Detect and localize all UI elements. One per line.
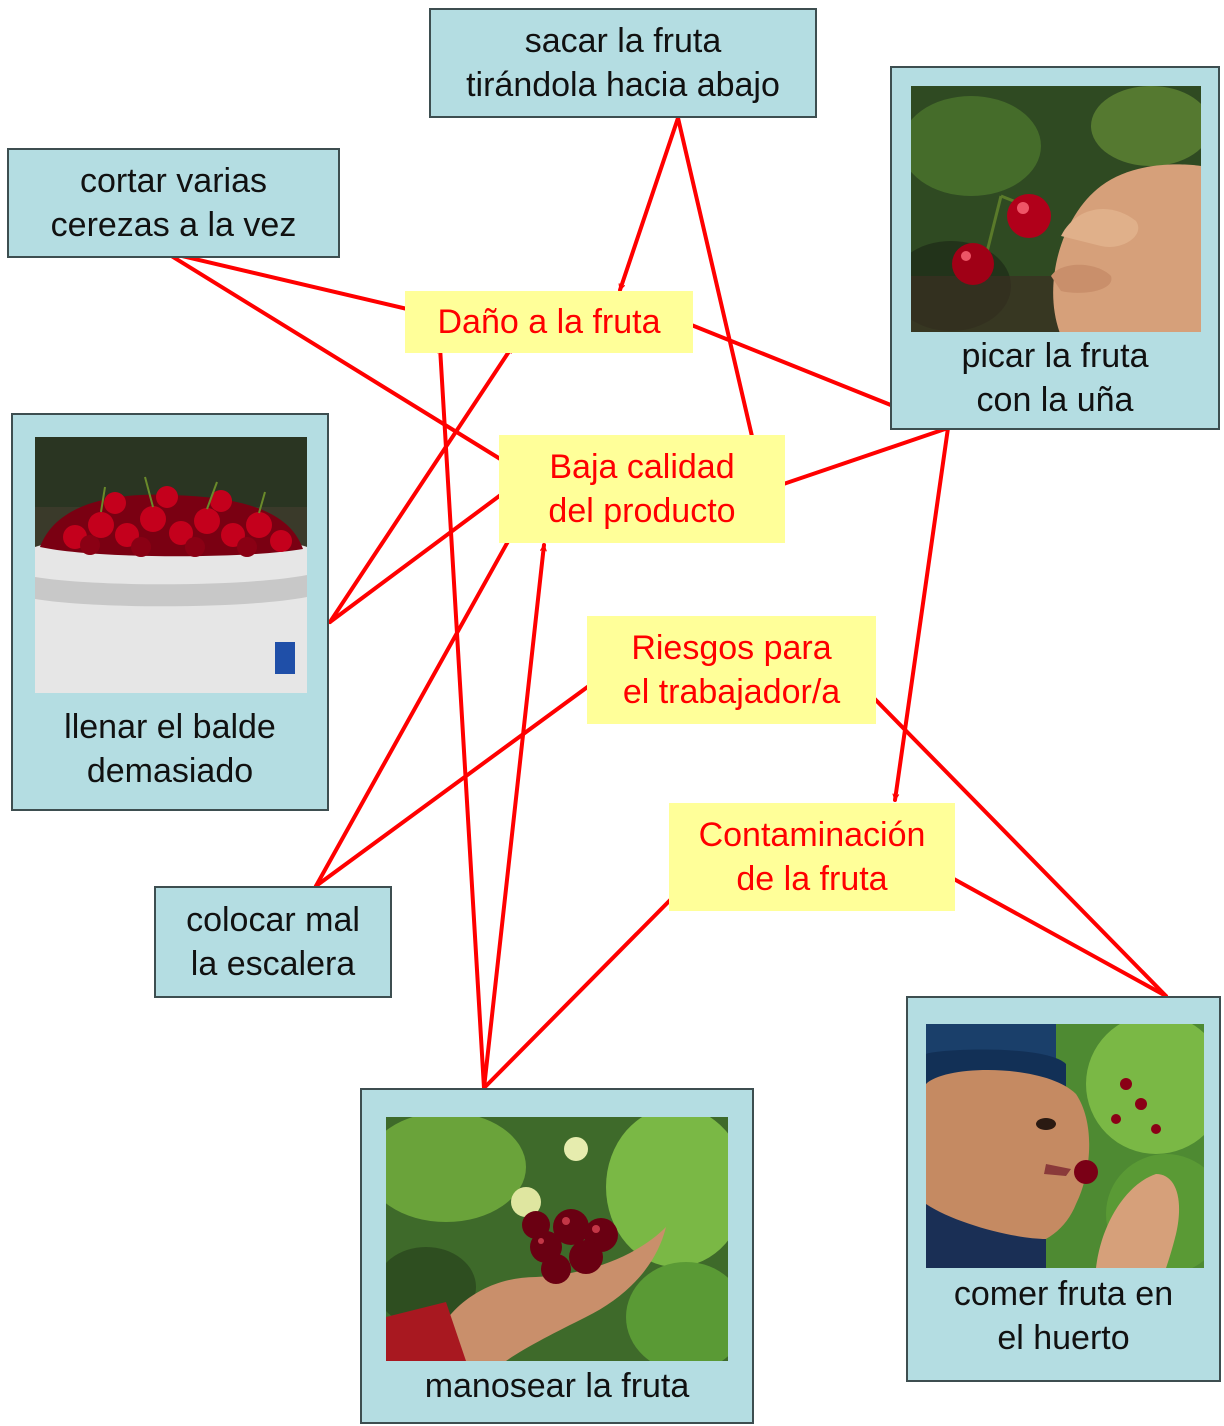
effect-baja: Baja calidad del producto [499,435,785,543]
effect-contaminacion: Contaminación de la fruta [669,803,955,911]
arrow-comer-to-contaminacion [941,871,1168,998]
cause-box-picar: picar la fruta con la uña [890,66,1220,430]
cause-box-llenar: llenar el balde demasiado [11,413,329,811]
effect-label-baja: Baja calidad del producto [548,448,736,530]
arrow-picar-to-baja [758,426,950,494]
arrow-colocar-to-baja [314,525,518,888]
cause-label-picar: picar la fruta con la uña [961,337,1149,419]
effect-label-contaminacion: Contaminación de la fruta [698,816,926,898]
arrow-sacar-to-dano [618,116,680,292]
arrow-colocar-to-riesgos [314,678,599,888]
cause-box-manosear: manosear la fruta [360,1088,754,1424]
cause-label-manosear: manosear la fruta [424,1367,690,1405]
cause-box-comer: comer fruta en el huerto [906,996,1221,1382]
effect-riesgos: Riesgos para el trabajador/a [587,616,876,724]
cause-label-colocar: colocar mal la escalera [186,901,360,983]
photo-worker-eating-cherry [926,1024,1204,1268]
arrow-llenar-to-dano [328,345,514,624]
cause-box-cortar: cortar varias cerezas a la vez [7,148,340,258]
effect-label-dano: Daño a la fruta [437,303,661,341]
arrow-picar-to-contaminacion [892,426,950,802]
cause-label-cortar: cortar varias cerezas a la vez [50,162,297,244]
arrow-sacar-to-baja [676,116,757,447]
photo-hand-picking-cherry [911,86,1201,332]
cause-label-comer: comer fruta en el huerto [953,1275,1174,1357]
effect-dano: Daño a la fruta [405,291,693,353]
arrow-llenar-to-baja [328,486,512,624]
arrow-cortar-to-dano [163,250,422,315]
photo-overfilled-cherry-bucket [35,437,307,693]
arrow-manosear-to-dano [436,345,486,1090]
arrow-manosear-to-baja [482,543,547,1090]
cause-label-sacar: sacar la fruta tirándola hacia abajo [466,22,780,104]
cause-box-sacar: sacar la fruta tirándola hacia abajo [429,8,817,118]
photo-hand-holding-cherries [386,1117,728,1361]
arrow-manosear-to-contaminacion [482,878,692,1090]
cause-label-llenar: llenar el balde demasiado [64,708,276,790]
effect-label-riesgos: Riesgos para el trabajador/a [622,629,841,711]
cause-box-colocar: colocar mal la escalera [154,886,392,998]
